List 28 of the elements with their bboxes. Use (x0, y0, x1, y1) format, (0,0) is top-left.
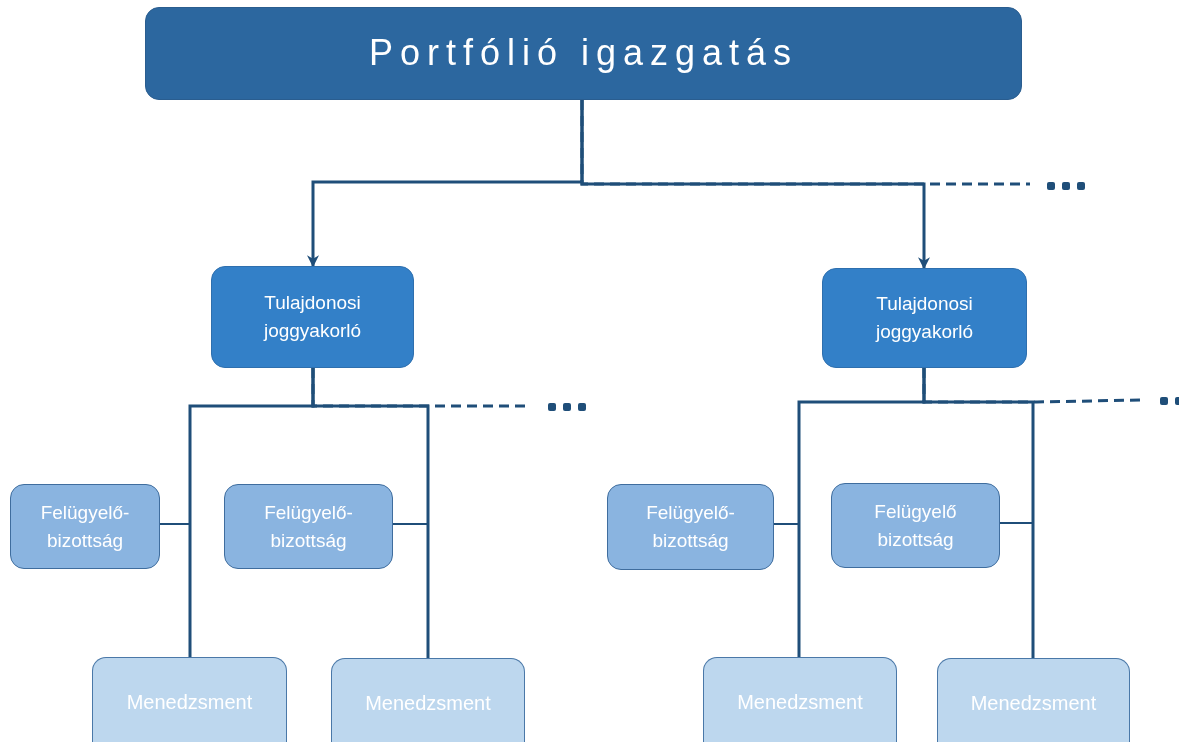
box-label: Felügyelő bizottság (873, 499, 958, 552)
box-label: Menedzsment (364, 691, 492, 716)
management-box (92, 657, 287, 742)
owner-box (211, 266, 414, 368)
board-box (224, 484, 393, 569)
owner-box (822, 268, 1027, 368)
dashed-connector (580, 100, 1030, 186)
connector-line (159, 523, 191, 658)
connector-line (392, 523, 429, 659)
box-label: Menedzsment (125, 690, 254, 715)
title-box (145, 7, 1022, 100)
box-label: Felügyelő-bizottság (263, 500, 354, 553)
management-box (703, 657, 897, 742)
board-box (607, 484, 774, 570)
management-box (331, 658, 525, 742)
connector-line (999, 522, 1034, 659)
board-box (831, 483, 1000, 568)
box-label: Felügyelő-bizottság (39, 500, 131, 553)
board-box (10, 484, 160, 569)
box-label: Menedzsment (736, 690, 864, 715)
connector-line (773, 523, 800, 658)
box-label: Tulajdonosi joggyakorló (874, 292, 975, 344)
box-label: Tulajdonosi joggyakorló (262, 291, 363, 343)
box-label: Felügyelő-bizottság (645, 501, 736, 553)
box-label: Menedzsment (969, 691, 1098, 716)
dashed-connector (922, 368, 1141, 404)
management-box (937, 658, 1130, 742)
title-text: Portfólió igazgatás (367, 31, 800, 76)
